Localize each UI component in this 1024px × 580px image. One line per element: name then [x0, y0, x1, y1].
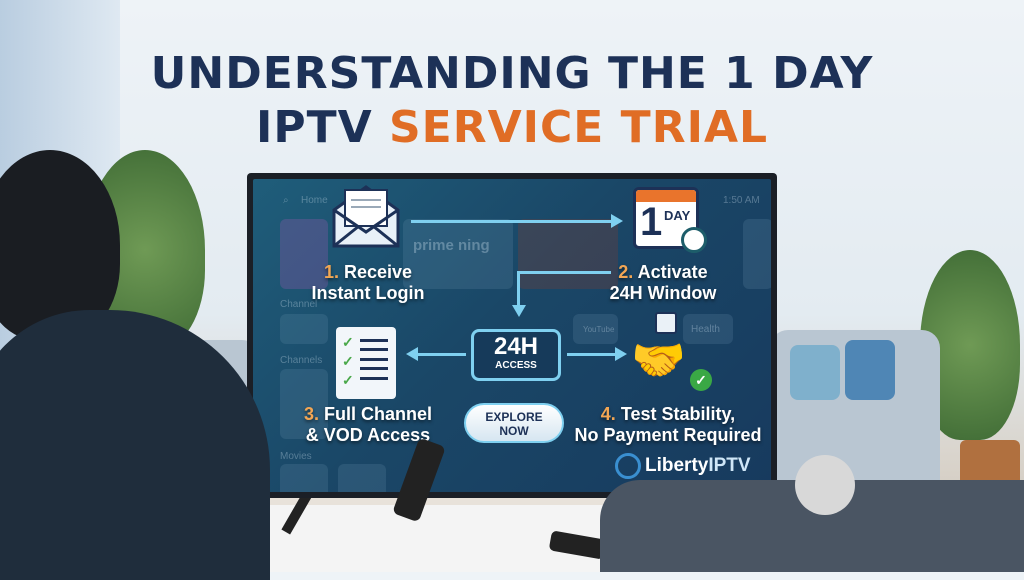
bg-tile: [280, 314, 328, 344]
access-big: 24H: [493, 333, 539, 360]
arrow-elbow: [517, 271, 611, 274]
clock-icon: [681, 227, 707, 253]
tv-screen: ⌕ Home 1:50 AM prime ning Channel YouTub…: [253, 179, 771, 492]
calendar-label: DAY: [664, 208, 691, 223]
search-icon: ⌕: [283, 195, 289, 206]
calendar-number: 1: [640, 200, 663, 244]
arrowhead: [611, 214, 623, 228]
bg-prime: prime ning: [413, 237, 490, 254]
step-3: 3. Full Channel& VOD Access: [303, 404, 433, 445]
bg-tile: [743, 219, 771, 289]
tv: ⌕ Home 1:50 AM prime ning Channel YouTub…: [247, 173, 777, 498]
title-line2: IPTV SERVICE TRIAL: [0, 102, 1024, 153]
bg-tile: [403, 219, 513, 289]
bg-time: 1:50 AM: [723, 195, 760, 206]
viewer-head: [0, 150, 120, 340]
cushion: [845, 340, 895, 400]
cushion: [790, 345, 840, 400]
handshake-icon: 🤝: [631, 336, 686, 385]
bg-tile: [338, 464, 386, 492]
lock-icon: [655, 312, 677, 334]
bg-tile: [573, 314, 618, 344]
bg-home: Home: [301, 195, 328, 206]
arrow-right: [411, 220, 616, 223]
arrow-elbow: [517, 271, 520, 306]
title-service-trial: SERVICE TRIAL: [388, 102, 769, 153]
bg-youtube: YouTube: [583, 325, 615, 334]
step-4: 4. Test Stability,No Payment Required: [574, 404, 762, 445]
brand-logo: LibertyIPTV: [645, 455, 751, 476]
checklist-icon: ✓✓✓: [336, 327, 396, 399]
bg-tile: [683, 314, 733, 344]
arrow-left: [418, 353, 466, 356]
access-small: ACCESS: [495, 360, 537, 371]
arrow-right: [567, 353, 619, 356]
bg-tile: [518, 219, 618, 289]
globe-shield-icon: [615, 453, 641, 479]
envelope-icon: [332, 185, 400, 248]
bg-channels: Channels: [280, 355, 323, 366]
sock-feet: [795, 455, 855, 515]
arrowhead: [615, 347, 627, 361]
check-badge-icon: ✓: [690, 369, 712, 391]
bg-channel: Channel: [280, 299, 318, 310]
access-24h-box: 24H ACCESS: [471, 329, 561, 381]
bg-tile: [280, 219, 328, 289]
bg-health: Health: [691, 324, 720, 335]
arrowhead: [512, 305, 526, 317]
bg-tile: [280, 464, 328, 492]
title-iptv: IPTV: [255, 102, 373, 153]
bg-movies: Movies: [280, 451, 312, 462]
bg-tile: [280, 369, 328, 439]
title-line1: UNDERSTANDING THE 1 DAY: [150, 48, 874, 99]
arrowhead: [406, 347, 418, 361]
